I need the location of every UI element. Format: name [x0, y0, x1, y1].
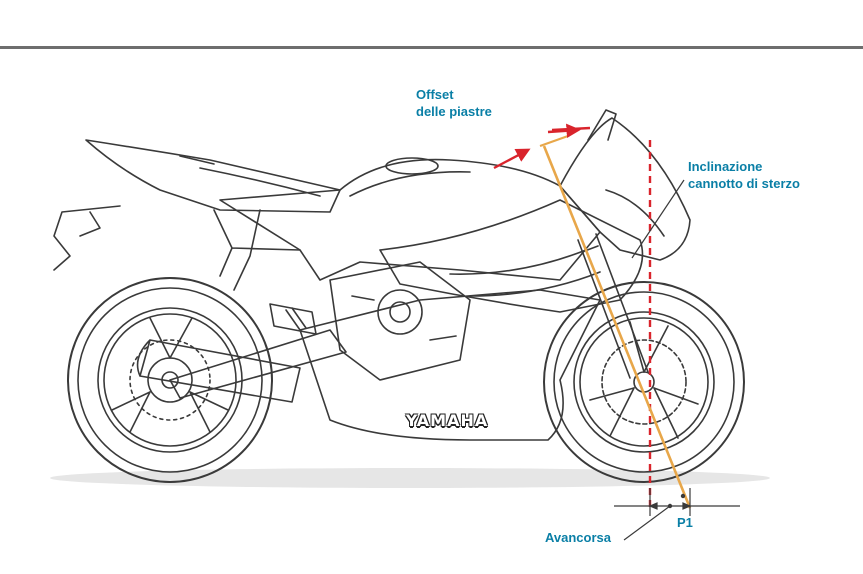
- motorcycle-sketch: [53, 109, 745, 483]
- inclination-label: Inclinazione cannotto di sterzo: [688, 158, 800, 192]
- exhaust: [136, 339, 301, 403]
- offset-arrow-right: [547, 123, 581, 138]
- trail-label-text: Avancorsa: [545, 530, 611, 545]
- frame-and-tank: [219, 158, 601, 281]
- offset-label-text: Offset delle piastre: [416, 87, 492, 119]
- license-plate-holder: [53, 205, 121, 271]
- trail-label: Avancorsa: [545, 529, 611, 546]
- offset-label: Offset delle piastre: [416, 86, 492, 120]
- inclination-label-text: Inclinazione cannotto di sterzo: [688, 159, 800, 191]
- rider-footpeg: [269, 303, 317, 335]
- lower-fairing: [299, 289, 601, 441]
- p1-label: P1: [677, 514, 693, 531]
- top-rule: [0, 46, 863, 49]
- steering-offset-top: [539, 134, 569, 148]
- engine: [329, 261, 471, 381]
- brand-logo: YAMAHA: [405, 411, 489, 430]
- swingarm: [169, 329, 347, 399]
- steering-axis-line: [542, 145, 692, 509]
- p1-label-text: P1: [677, 515, 693, 530]
- ground-shadow: [50, 468, 770, 488]
- offset-arrow-left: [493, 148, 531, 170]
- inclination-pointer: [631, 179, 685, 259]
- rear-subframe: [213, 209, 301, 291]
- front-wheel: [543, 281, 745, 483]
- seat-and-tail: [85, 139, 341, 213]
- trail-dimension: [614, 488, 740, 541]
- side-fairing: [379, 199, 644, 313]
- upper-fairing: [559, 117, 691, 261]
